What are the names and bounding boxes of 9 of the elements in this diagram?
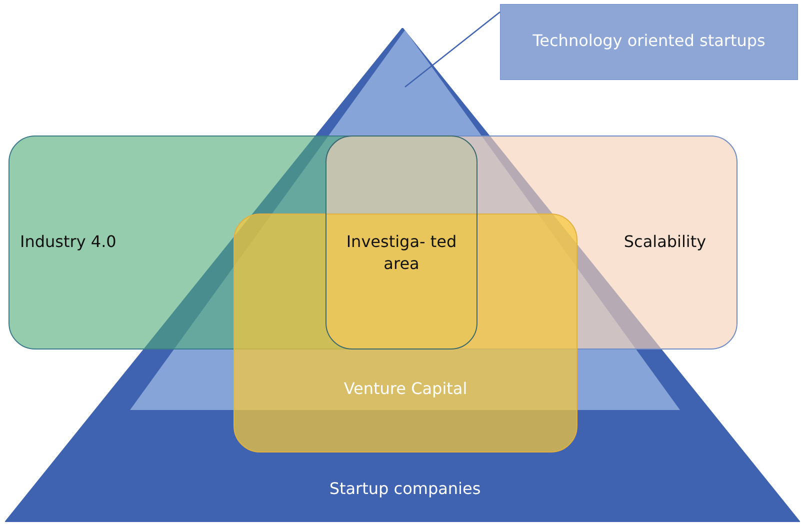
shape-label: Technology oriented startups bbox=[532, 30, 766, 52]
shape-label: Industry 4.0 bbox=[20, 231, 118, 253]
shape-label: Scalability bbox=[622, 231, 708, 253]
shape-label: Venture Capital bbox=[342, 378, 468, 400]
shape-label: Investiga- ted area bbox=[345, 231, 458, 275]
leader-line bbox=[404, 11, 500, 88]
rounded-rectangle bbox=[325, 135, 478, 350]
shape-label: Startup companies bbox=[328, 478, 482, 500]
label-box bbox=[500, 4, 798, 80]
